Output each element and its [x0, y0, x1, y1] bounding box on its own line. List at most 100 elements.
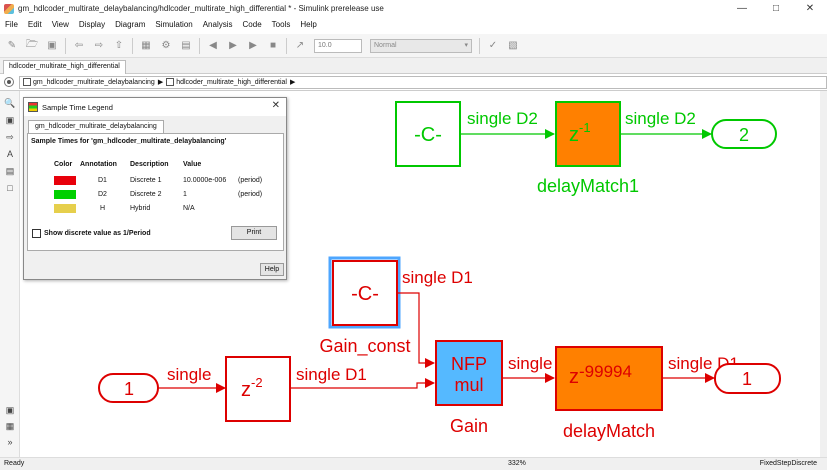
legend-header-value: Value	[183, 161, 202, 168]
menu-analysis[interactable]: Analysis	[202, 20, 233, 29]
status-solver[interactable]: FixedStepDiscrete	[759, 460, 817, 467]
close-icon[interactable]: ✕	[805, 3, 815, 14]
forward-icon[interactable]: ⇨	[94, 40, 104, 51]
area-icon[interactable]: □	[7, 183, 13, 193]
legend-tab-model[interactable]: gm_hdlcoder_multirate_delaybalancing	[28, 120, 164, 134]
build-icon[interactable]: ▧	[508, 40, 518, 51]
signal-line-delay-to-gain[interactable]	[290, 378, 435, 389]
model-tab-bar: hdlcoder_multirate_high_differential	[0, 58, 827, 74]
open-folder-icon[interactable]: 🗁	[25, 39, 39, 50]
menu-file[interactable]: File	[5, 20, 18, 29]
simulation-mode-select[interactable]: Normal	[370, 38, 472, 53]
delay-block-d2-name: delayMatch1	[537, 176, 639, 196]
breadcrumb-arrow-icon: ▶	[157, 79, 164, 86]
menu-tools[interactable]: Tools	[271, 20, 291, 29]
breadcrumb: gm_hdlcoder_multirate_delaybalancing ▶ h…	[0, 74, 827, 91]
model-explorer-icon[interactable]: ▤	[181, 40, 191, 51]
image-icon[interactable]: ▤	[5, 165, 15, 176]
zoom-icon[interactable]: 🔍	[4, 97, 16, 108]
menu-code[interactable]: Code	[242, 20, 262, 29]
legend-swatch-d2	[54, 190, 76, 199]
toolbar-divider	[479, 37, 480, 54]
delay-block-z2[interactable]	[225, 356, 291, 422]
left-palette: 🔍 ▣ ⇨ A ▤ □ ▣ ▦ »	[0, 91, 20, 457]
breadcrumb-path: gm_hdlcoder_multirate_delaybalancing ▶ h…	[19, 75, 827, 89]
sample-time-legend-dialog: Sample Time Legend ✕ gm_hdlcoder_multira…	[23, 97, 287, 280]
breadcrumb-arrow-icon: ▶	[289, 79, 296, 86]
menu-diagram[interactable]: Diagram	[115, 20, 146, 29]
delay-block-d2-label: z-1	[569, 120, 591, 146]
toolbar-divider	[132, 37, 133, 54]
simulink-logo-icon	[4, 3, 14, 14]
outport-block-2[interactable]	[711, 119, 777, 149]
model-advisor-icon[interactable]: ✓	[488, 40, 498, 51]
menu-edit[interactable]: Edit	[27, 20, 42, 29]
help-button[interactable]: Help	[260, 263, 284, 276]
status-zoom: 332%	[508, 460, 526, 467]
library-browser-icon[interactable]: ▦	[141, 40, 151, 51]
subsystem-icon	[166, 78, 175, 86]
delay-block-d1[interactable]	[555, 346, 663, 411]
gain-block-nfp-mul[interactable]	[435, 340, 503, 406]
back-icon[interactable]: ⇦	[74, 40, 84, 51]
screenshot-icon[interactable]: ▣	[5, 404, 15, 415]
expand-palette-icon[interactable]: »	[7, 437, 13, 447]
fit-to-view-icon[interactable]: ▣	[5, 114, 15, 125]
hide-model-browser-icon[interactable]	[4, 77, 14, 87]
delay-block-d1-label: z-99994	[569, 362, 632, 388]
signal-label-d2-in: single D2	[467, 109, 538, 128]
run-icon[interactable]: ▶	[229, 40, 237, 51]
delay-block-d2[interactable]	[555, 101, 621, 167]
legend-titlebar: Sample Time Legend ✕	[24, 98, 286, 116]
scope-icon[interactable]: ↗	[295, 40, 305, 51]
outport-block-1[interactable]	[714, 363, 781, 394]
arrow-icon[interactable]: ⇨	[6, 131, 14, 142]
menu-display[interactable]: Display	[78, 20, 106, 29]
minimize-icon[interactable]: —	[737, 3, 747, 14]
legend-heading: Sample Times for 'gm_hdlcoder_multirate_…	[31, 138, 227, 145]
stop-time-input[interactable]	[314, 38, 362, 53]
constant-block-gain-const-name: Gain_const	[319, 336, 410, 357]
menu-help[interactable]: Help	[300, 20, 317, 29]
delay-block-d1-name: delayMatch	[563, 421, 655, 441]
explorer-bar-icon[interactable]: ▦	[5, 420, 15, 431]
up-icon[interactable]: ⇧	[114, 40, 124, 51]
signal-line-const-to-gain[interactable]	[397, 292, 435, 368]
show-period-checkbox-label[interactable]: Show discrete value as 1/Period	[44, 230, 151, 237]
maximize-icon[interactable]: □	[772, 3, 780, 14]
legend-value-h: N/A	[183, 205, 195, 212]
step-forward-icon[interactable]: ▶	[249, 40, 257, 51]
breadcrumb-item-subsystem[interactable]: hdlcoder_multirate_high_differential	[176, 78, 287, 86]
toolbar-divider	[65, 37, 66, 54]
close-icon[interactable]: ✕	[271, 100, 280, 111]
gain-block-line1: NFP	[451, 354, 487, 374]
tab-active-model[interactable]: hdlcoder_multirate_high_differential	[3, 60, 126, 74]
legend-annotation-d1: D1	[98, 177, 107, 184]
menu-simulation[interactable]: Simulation	[155, 20, 193, 29]
model-settings-icon[interactable]: ⚙	[161, 40, 171, 51]
annotation-icon[interactable]: A	[6, 149, 13, 159]
vertical-scrollbar[interactable]	[820, 91, 827, 457]
stop-icon[interactable]: ■	[269, 40, 277, 51]
legend-panel: Sample Times for 'gm_hdlcoder_multirate_…	[27, 133, 284, 251]
legend-description-h: Hybrid	[130, 205, 151, 212]
new-model-icon[interactable]: ✎	[7, 40, 17, 51]
legend-title: Sample Time Legend	[42, 102, 113, 112]
title-bar: gm_hdlcoder_multirate_delaybalancing/hdl…	[0, 0, 827, 17]
legend-annotation-h: H	[100, 205, 106, 212]
show-period-checkbox[interactable]	[32, 229, 41, 238]
block-diagram: -C- single D2 z-1 delayMatch1 single D2 …	[98, 101, 781, 441]
menu-bar: File Edit View Display Diagram Simulatio…	[0, 17, 827, 32]
menu-view[interactable]: View	[51, 20, 69, 29]
window-controls: — □ ✕	[725, 0, 827, 17]
signal-label-input: single	[167, 365, 211, 384]
step-back-icon[interactable]: ◀	[209, 40, 217, 51]
save-icon[interactable]: ▣	[47, 40, 57, 51]
window-title: gm_hdlcoder_multirate_delaybalancing/hdl…	[18, 4, 384, 13]
constant-block-d2[interactable]	[395, 101, 461, 167]
breadcrumb-item-root[interactable]: gm_hdlcoder_multirate_delaybalancing	[33, 78, 155, 86]
legend-header-annotation: Annotation	[80, 161, 117, 168]
print-button[interactable]: Print	[231, 226, 277, 240]
legend-value-d1: 10.0000e-006	[183, 177, 227, 184]
outport-block-2-label: 2	[739, 125, 749, 145]
